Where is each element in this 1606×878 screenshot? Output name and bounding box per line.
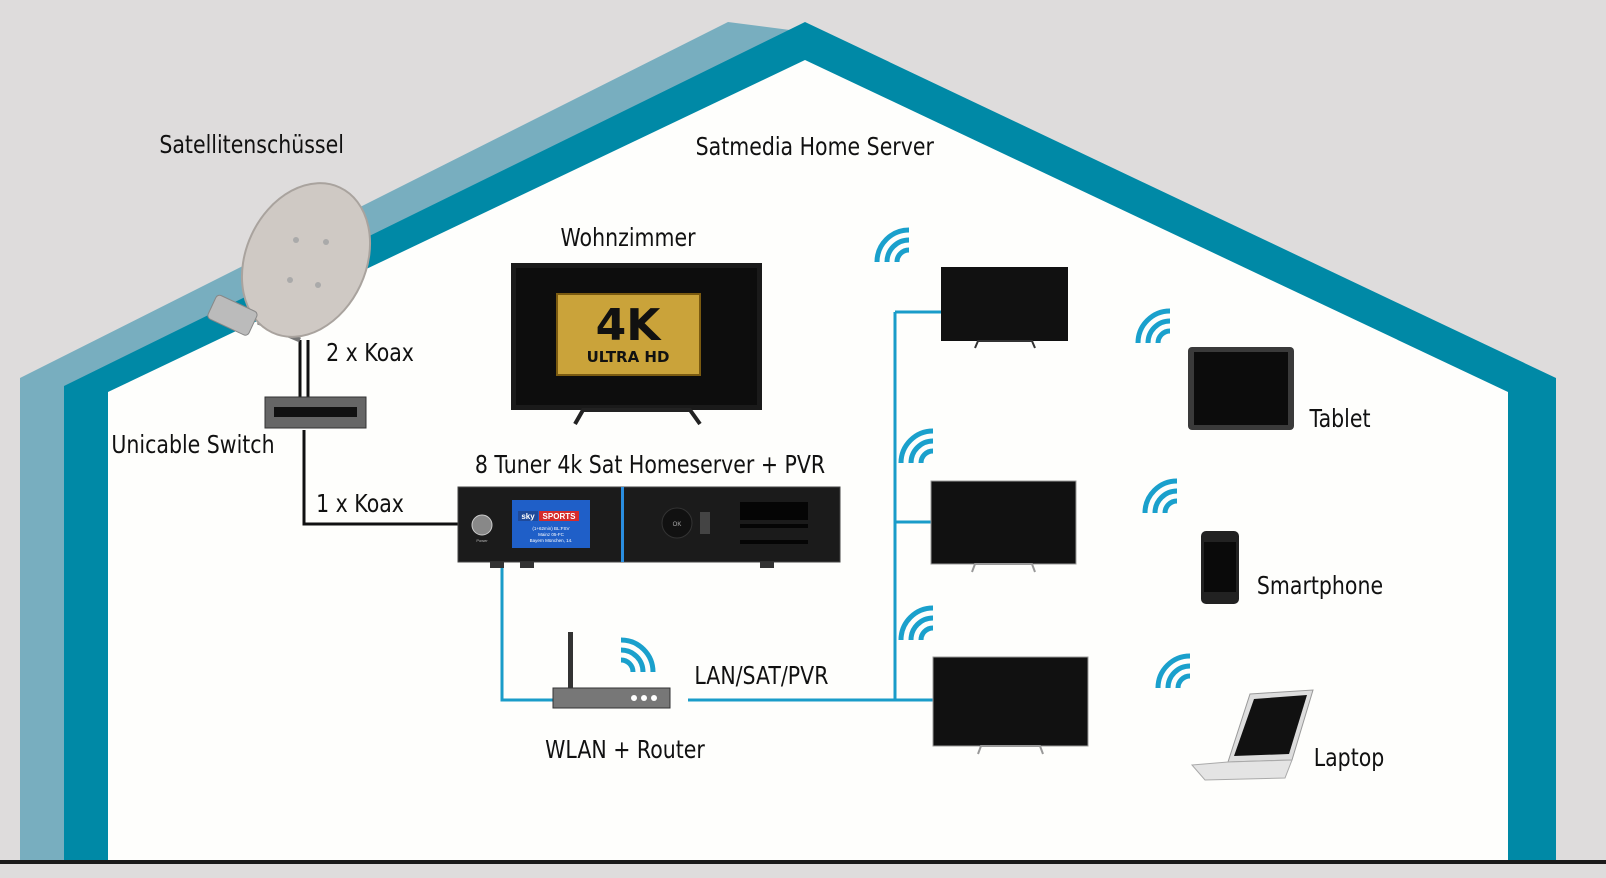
screen-line-1: (1+62min) BL:FSV	[532, 526, 569, 531]
living-room-tv-icon: 4K ULTRA HD	[511, 263, 762, 426]
ok-button-label: OK	[673, 522, 682, 528]
tv-logo-4k: 4K	[596, 300, 663, 351]
tv-2-icon	[930, 480, 1077, 573]
label-coax-1: 1 x Koax	[316, 489, 404, 518]
label-smartphone: Smartphone	[1256, 571, 1384, 600]
tv-1-icon	[941, 267, 1068, 349]
label-homeserver: 8 Tuner 4k Sat Homeserver + PVR	[474, 450, 826, 479]
wifi-icon	[620, 637, 656, 673]
unicable-switch-icon	[264, 396, 367, 429]
wifi-icons	[620, 227, 1191, 689]
power-label: Power	[476, 538, 488, 543]
tv-logo-ultrahd: ULTRA HD	[587, 348, 670, 366]
wifi-icon	[1142, 478, 1178, 514]
screen-line-2: Mainz 05-FC	[538, 532, 565, 537]
wifi-icon	[898, 428, 934, 464]
screen-brand-a: sky	[521, 512, 535, 521]
laptop-icon	[1190, 689, 1314, 781]
wifi-icon	[874, 227, 910, 263]
smartphone-icon	[1201, 531, 1239, 604]
coax-lines	[298, 340, 458, 526]
receiver-icon: Power sky SPORTS (1+62min) BL:FSV Mainz …	[457, 486, 841, 568]
label-laptop: Laptop	[1313, 743, 1385, 772]
label-living-room: Wohnzimmer	[560, 223, 696, 252]
page-title: Satmedia Home Server	[695, 132, 934, 161]
label-lan: LAN/SAT/PVR	[694, 661, 829, 690]
label-unicable-switch: Unicable Switch	[111, 430, 275, 459]
label-coax-2: 2 x Koax	[326, 338, 414, 367]
wifi-icon	[1155, 653, 1191, 689]
wifi-icon	[898, 605, 934, 641]
label-router: WLAN + Router	[545, 735, 705, 764]
screen-brand-b: SPORTS	[543, 512, 577, 521]
router-icon	[552, 632, 671, 709]
tv-3-icon	[932, 656, 1089, 755]
ground-line	[0, 860, 1606, 864]
satellite-dish-icon	[207, 182, 372, 343]
house-interior	[108, 60, 1508, 862]
label-tablet: Tablet	[1309, 404, 1371, 433]
screen-line-3: Bayern München, 14.	[530, 538, 573, 543]
label-satellite-dish: Satellitenschüssel	[159, 130, 344, 159]
roof-light-band	[20, 22, 790, 862]
tablet-icon	[1188, 347, 1294, 430]
network-lines	[500, 310, 941, 702]
wifi-icon	[1135, 308, 1171, 344]
